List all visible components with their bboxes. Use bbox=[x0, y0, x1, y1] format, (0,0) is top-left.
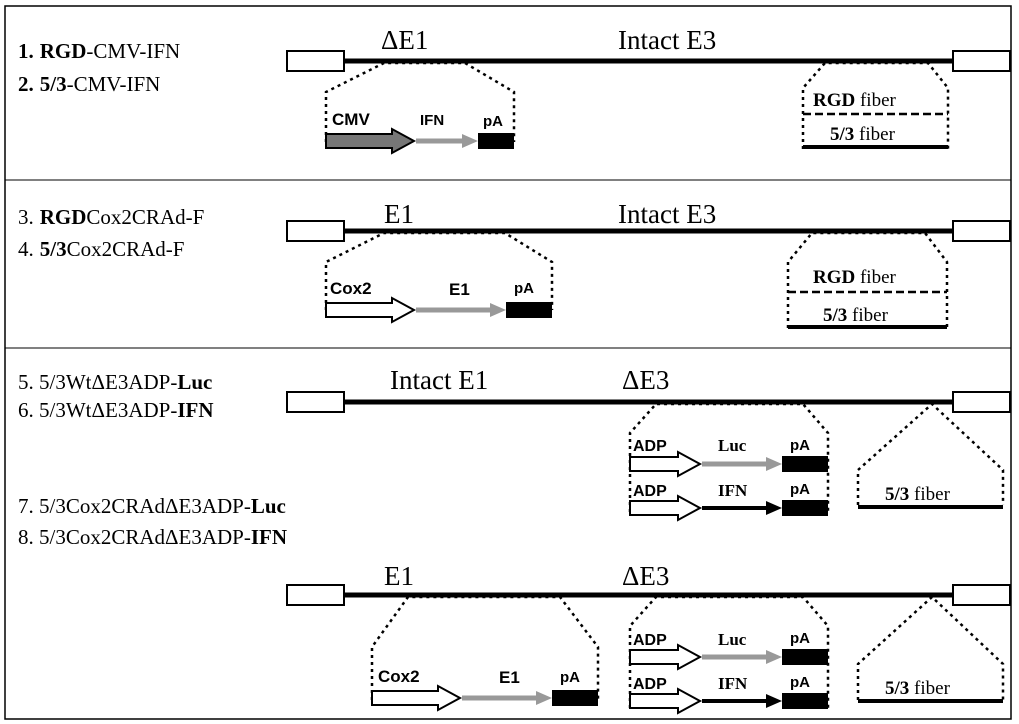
construct-4-label: 4.5/3Cox2CRAd-F bbox=[18, 237, 184, 261]
construct-6-label: 6. 5/3WtΔE3ADP-IFN bbox=[18, 398, 214, 422]
pa-block bbox=[478, 133, 514, 149]
itr-left bbox=[286, 50, 345, 72]
rgd-fiber-label: RGD fiber bbox=[813, 90, 897, 111]
expansion-lines-fiber bbox=[801, 61, 950, 149]
region-label-intact-e3: Intact E3 bbox=[618, 199, 716, 229]
rgd-fiber-label: RGD fiber bbox=[813, 267, 897, 288]
adp-promoter-arrow bbox=[629, 494, 703, 522]
region-label-e1: E1 bbox=[384, 561, 414, 591]
five3-fiber-label: 5/3 fiber bbox=[823, 305, 889, 326]
expansion-lines-e1 bbox=[324, 231, 554, 310]
itr-right bbox=[952, 50, 1011, 72]
ifn-label: IFN bbox=[718, 481, 748, 500]
cox2-promoter-arrow bbox=[371, 684, 463, 712]
ifn-arrowhead bbox=[462, 134, 478, 148]
pa-label: pA bbox=[514, 280, 534, 297]
ifn-label: IFN bbox=[420, 112, 444, 129]
construct-5-label: 5. 5/3WtΔE3ADP-Luc bbox=[18, 370, 212, 394]
cox2-label: Cox2 bbox=[330, 279, 372, 298]
ifn-arrowhead bbox=[766, 694, 782, 708]
adp-promoter-arrow bbox=[629, 687, 703, 715]
adp-label: ADP bbox=[633, 438, 667, 455]
pa-block bbox=[782, 693, 828, 709]
adp-label: ADP bbox=[633, 483, 667, 500]
adp-label: ADP bbox=[633, 676, 667, 693]
expansion-lines-e1 bbox=[324, 61, 516, 142]
construct-3-label: 3.RGDCox2CRAd-F bbox=[18, 205, 204, 229]
pa-block bbox=[552, 690, 598, 706]
pa-label: pA bbox=[560, 669, 580, 686]
cmv-label: CMV bbox=[332, 110, 370, 129]
pa-label: pA bbox=[790, 481, 810, 498]
pa-label: pA bbox=[790, 437, 810, 454]
genome-1: ΔE1 Intact E3 CMV IFN pA RGD fiber 5/3 f… bbox=[286, 25, 1011, 155]
cox2-label: Cox2 bbox=[378, 667, 420, 686]
region-label-delta-e3: ΔE3 bbox=[622, 561, 669, 591]
region-label-delta-e3: ΔE3 bbox=[622, 365, 669, 395]
itr-left bbox=[286, 220, 345, 242]
pa-block bbox=[782, 456, 828, 472]
region-label-e1: E1 bbox=[384, 199, 414, 229]
pa-label: pA bbox=[790, 630, 810, 647]
e1-label: E1 bbox=[499, 668, 520, 687]
adp-promoter-arrow bbox=[629, 450, 703, 478]
expansion-lines-fiber bbox=[856, 595, 1005, 700]
genome-4: E1 ΔE3 Cox2 E1 pA ADP Luc pA ADP IFN pA … bbox=[286, 561, 1011, 715]
construct-7-label: 7. 5/3Cox2CRAdΔE3ADP-Luc bbox=[18, 494, 286, 518]
e1-arrowhead bbox=[536, 691, 552, 705]
region-label-intact-e3: Intact E3 bbox=[618, 25, 716, 55]
ifn-label: IFN bbox=[718, 674, 748, 693]
pa-label: pA bbox=[790, 674, 810, 691]
five3-fiber-label: 5/3 fiber bbox=[830, 124, 896, 145]
region-label-intact-e1: Intact E1 bbox=[390, 365, 488, 395]
five3-fiber-label: 5/3 fiber bbox=[885, 678, 951, 699]
figure-border bbox=[4, 5, 1012, 720]
adp-promoter-arrow bbox=[629, 643, 703, 671]
itr-left bbox=[286, 584, 345, 606]
e1-arrowhead bbox=[490, 303, 506, 317]
expansion-lines-fiber bbox=[856, 402, 1005, 505]
expansion-lines-e1 bbox=[370, 595, 600, 700]
construct-2-label: 2.5/3-CMV-IFN bbox=[18, 72, 160, 96]
itr-right bbox=[952, 391, 1011, 413]
genome-2: E1 Intact E3 Cox2 E1 pA RGD fiber 5/3 fi… bbox=[286, 199, 1011, 329]
expansion-lines-e3 bbox=[628, 402, 830, 512]
genome-3: Intact E1 ΔE3 ADP Luc pA ADP IFN pA 5/3 … bbox=[286, 365, 1011, 522]
itr-right bbox=[952, 220, 1011, 242]
luc-label: Luc bbox=[718, 630, 747, 649]
construct-1-label: 1.RGD-CMV-IFN bbox=[18, 39, 180, 63]
itr-left bbox=[286, 391, 345, 413]
pa-block bbox=[506, 302, 552, 318]
five3-fiber-label: 5/3 fiber bbox=[885, 484, 951, 505]
e1-label: E1 bbox=[449, 280, 470, 299]
ifn-arrowhead bbox=[766, 501, 782, 515]
pa-block bbox=[782, 500, 828, 516]
pa-label: pA bbox=[483, 113, 503, 130]
luc-arrowhead bbox=[766, 650, 782, 664]
pa-block bbox=[782, 649, 828, 665]
cmv-promoter-arrow bbox=[325, 127, 417, 155]
luc-label: Luc bbox=[718, 436, 747, 455]
adp-label: ADP bbox=[633, 632, 667, 649]
construct-8-label: 8. 5/3Cox2CRAdΔE3ADP-IFN bbox=[18, 525, 287, 549]
luc-arrowhead bbox=[766, 457, 782, 471]
itr-right bbox=[952, 584, 1011, 606]
cox2-promoter-arrow bbox=[325, 296, 417, 324]
region-label-delta-e1: ΔE1 bbox=[381, 25, 428, 55]
